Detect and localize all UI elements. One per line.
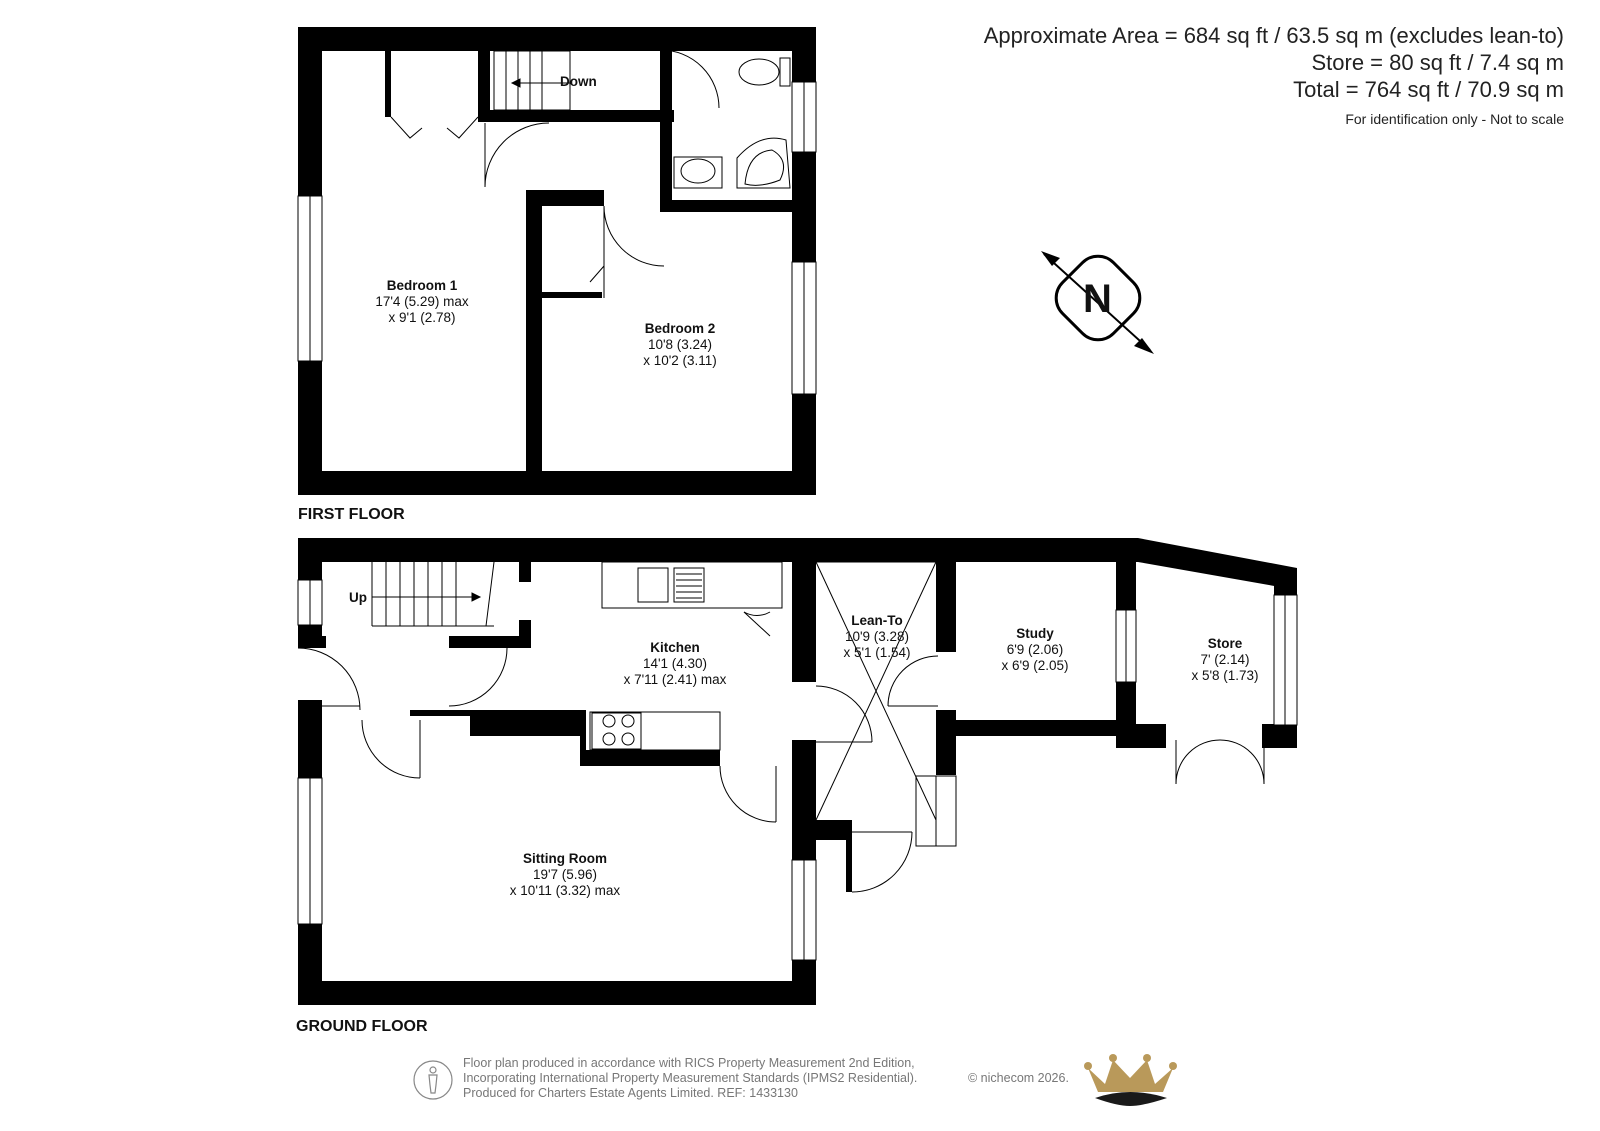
room-dimension: 17'4 (5.29) max [375,294,469,309]
first-floor-fixtures [390,49,791,298]
room-bedroom-1: Bedroom 1 17'4 (5.29) max x 9'1 (2.78) [352,278,492,326]
room-dimension: x 5'8 (1.73) [1191,668,1259,683]
room-store: Store 7' (2.14) x 5'8 (1.73) [1170,636,1280,684]
room-dimension: x 6'9 (2.05) [1001,658,1069,673]
room-dimension: x 5'1 (1.54) [843,645,911,660]
room-name: Bedroom 2 [644,321,716,336]
compass-letter: N [1083,277,1112,321]
first-floor-windows [297,81,817,395]
room-lean-to: Lean-To 10'9 (3.28) x 5'1 (1.54) [822,613,932,661]
footer-line: Floor plan produced in accordance with R… [463,1056,915,1070]
compass-symbol [1041,251,1154,354]
stairs-down-label: Down [560,74,597,89]
room-name: Bedroom 1 [386,278,458,293]
footer-line: Produced for Charters Estate Agents Limi… [463,1086,798,1100]
first-floor-plan [298,27,816,495]
room-kitchen: Kitchen 14'1 (4.30) x 7'11 (2.41) max [600,640,750,688]
area-summary: Approximate Area = 684 sq ft / 63.5 sq m… [984,22,1564,127]
person-icon [413,1060,453,1100]
room-name: Sitting Room [523,851,607,866]
room-dimension: 6'9 (2.06) [1006,642,1064,657]
room-bedroom-2: Bedroom 2 10'8 (3.24) x 10'2 (3.11) [610,321,750,369]
footer-text: Floor plan produced in accordance with R… [463,1056,917,1101]
stairs-up-label: Up [349,590,367,605]
room-dimension: 14'1 (4.30) [642,656,708,671]
room-dimension: 10'9 (3.28) [844,629,910,644]
ground-floor-windows [297,579,1298,961]
crown-logo-icon [1084,1054,1177,1106]
disclaimer: For identification only - Not to scale [1345,111,1564,127]
room-dimension: x 9'1 (2.78) [388,310,456,325]
ground-floor-label: GROUND FLOOR [296,1018,428,1035]
room-name: Lean-To [851,613,903,628]
copyright: © nichecom 2026. [968,1071,1069,1085]
room-dimension: x 10'2 (3.11) [643,353,717,368]
room-dimension: 10'8 (3.24) [647,337,713,352]
footer-line: Incorporating International Property Mea… [463,1071,918,1085]
first-floor-label: FIRST FLOOR [298,506,405,523]
ground-floor-fixtures [297,561,1265,893]
room-dimension: x 7'11 (2.41) max [623,672,727,687]
room-dimension: 7' (2.14) [1200,652,1250,667]
room-name: Store [1207,636,1243,651]
room-name: Study [1016,626,1054,641]
room-study: Study 6'9 (2.06) x 6'9 (2.05) [980,626,1090,674]
approximate-area: Approximate Area = 684 sq ft / 63.5 sq m… [983,23,1564,48]
room-name: Kitchen [650,640,700,655]
room-dimension: 19'7 (5.96) [532,867,598,882]
total-area: Total = 764 sq ft / 70.9 sq m [1293,77,1564,102]
store-area: Store = 80 sq ft / 7.4 sq m [1311,50,1564,75]
room-dimension: x 10'11 (3.32) max [509,883,621,898]
room-sitting-room: Sitting Room 19'7 (5.96) x 10'11 (3.32) … [490,851,640,899]
